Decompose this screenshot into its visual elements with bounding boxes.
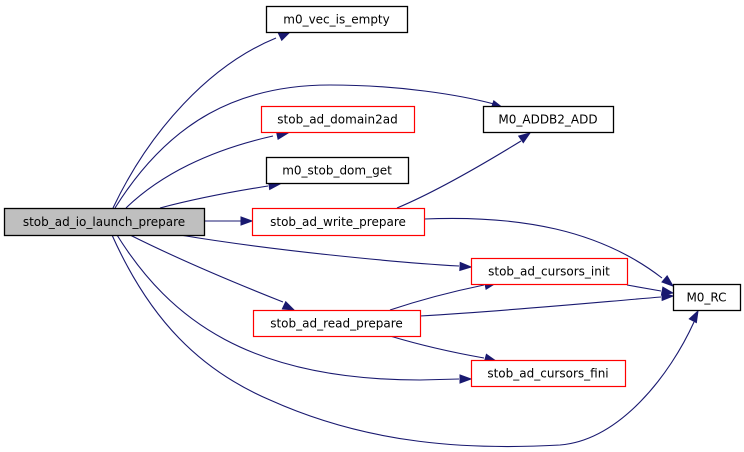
- edge-line: [111, 234, 695, 448]
- node-dom-get[interactable]: m0_stob_dom_get: [265, 156, 410, 185]
- node-addb2-add[interactable]: M0_ADDB2_ADD: [482, 105, 615, 134]
- edge-root-to-cursors_fini: [116, 234, 473, 384]
- arrowhead-icon: [240, 216, 254, 226]
- edge-line: [396, 140, 522, 209]
- edge-line: [125, 135, 274, 209]
- edge-line: [423, 217, 663, 279]
- edge-line: [419, 296, 662, 317]
- edge-line: [389, 335, 485, 359]
- node-label: stob_ad_cursors_init: [488, 265, 610, 279]
- edge-line: [626, 284, 662, 292]
- arrowhead-icon: [688, 309, 699, 324]
- arrowhead-icon: [517, 132, 532, 144]
- edge-root-to-read_prepare: [129, 234, 296, 311]
- node-write-prepare[interactable]: stob_ad_write_prepare: [251, 207, 426, 237]
- edge-write_prepare-to-addb2_add: [396, 132, 532, 209]
- arrowhead-icon: [459, 261, 473, 272]
- edge-line: [116, 234, 460, 381]
- node-cursors-init[interactable]: stob_ad_cursors_init: [470, 257, 629, 286]
- node-read-prepare[interactable]: stob_ad_read_prepare: [252, 309, 422, 338]
- node-box: [251, 207, 426, 237]
- arrowhead-icon: [661, 274, 675, 287]
- arrowhead-icon: [661, 291, 675, 302]
- node-label: stob_ad_io_launch_prepare: [23, 215, 185, 229]
- node-box: [470, 359, 627, 388]
- node-domain2ad[interactable]: stob_ad_domain2ad: [260, 105, 416, 134]
- edge-line: [129, 234, 284, 303]
- node-label: stob_ad_read_prepare: [270, 317, 403, 331]
- edge-line: [159, 185, 269, 209]
- edge-root-to-domain2ad: [125, 130, 290, 209]
- node-vec-is-empty[interactable]: m0_vec_is_empty: [265, 5, 409, 34]
- arrowhead-icon: [281, 300, 296, 311]
- edge-write_prepare-to-rc: [423, 217, 675, 287]
- node-box: [265, 5, 409, 34]
- node-box: [252, 309, 422, 338]
- node-rc[interactable]: M0_RC: [672, 283, 742, 312]
- edge-line: [389, 284, 485, 311]
- node-label: m0_stob_dom_get: [282, 164, 392, 178]
- node-label: M0_ADDB2_ADD: [498, 113, 597, 127]
- node-box: [482, 105, 615, 134]
- edge-line: [179, 234, 460, 267]
- node-label: stob_ad_cursors_fini: [487, 367, 608, 381]
- node-box: [3, 207, 206, 237]
- node-box: [265, 156, 410, 185]
- node-box: [470, 257, 629, 286]
- edge-line: [114, 84, 495, 209]
- node-root: stob_ad_io_launch_prepare: [3, 207, 206, 237]
- node-label: stob_ad_domain2ad: [277, 113, 397, 127]
- edge-read_prepare-to-rc: [419, 291, 675, 317]
- node-box: [260, 105, 416, 134]
- arrowhead-icon: [459, 374, 473, 384]
- edge-root-to-write_prepare: [204, 216, 254, 226]
- node-label: m0_vec_is_empty: [283, 13, 390, 27]
- edge-root-to-cursors_init: [179, 234, 473, 272]
- edge-root-to-addb2_add: [114, 84, 505, 209]
- node-box: [672, 283, 742, 312]
- node-label: stob_ad_write_prepare: [270, 215, 406, 229]
- edge-line: [112, 37, 277, 209]
- edge-root-to-dom_get: [159, 180, 282, 209]
- node-label: M0_RC: [686, 291, 726, 305]
- edge-root-to-rc: [111, 234, 699, 448]
- node-cursors-fini[interactable]: stob_ad_cursors_fini: [470, 359, 627, 388]
